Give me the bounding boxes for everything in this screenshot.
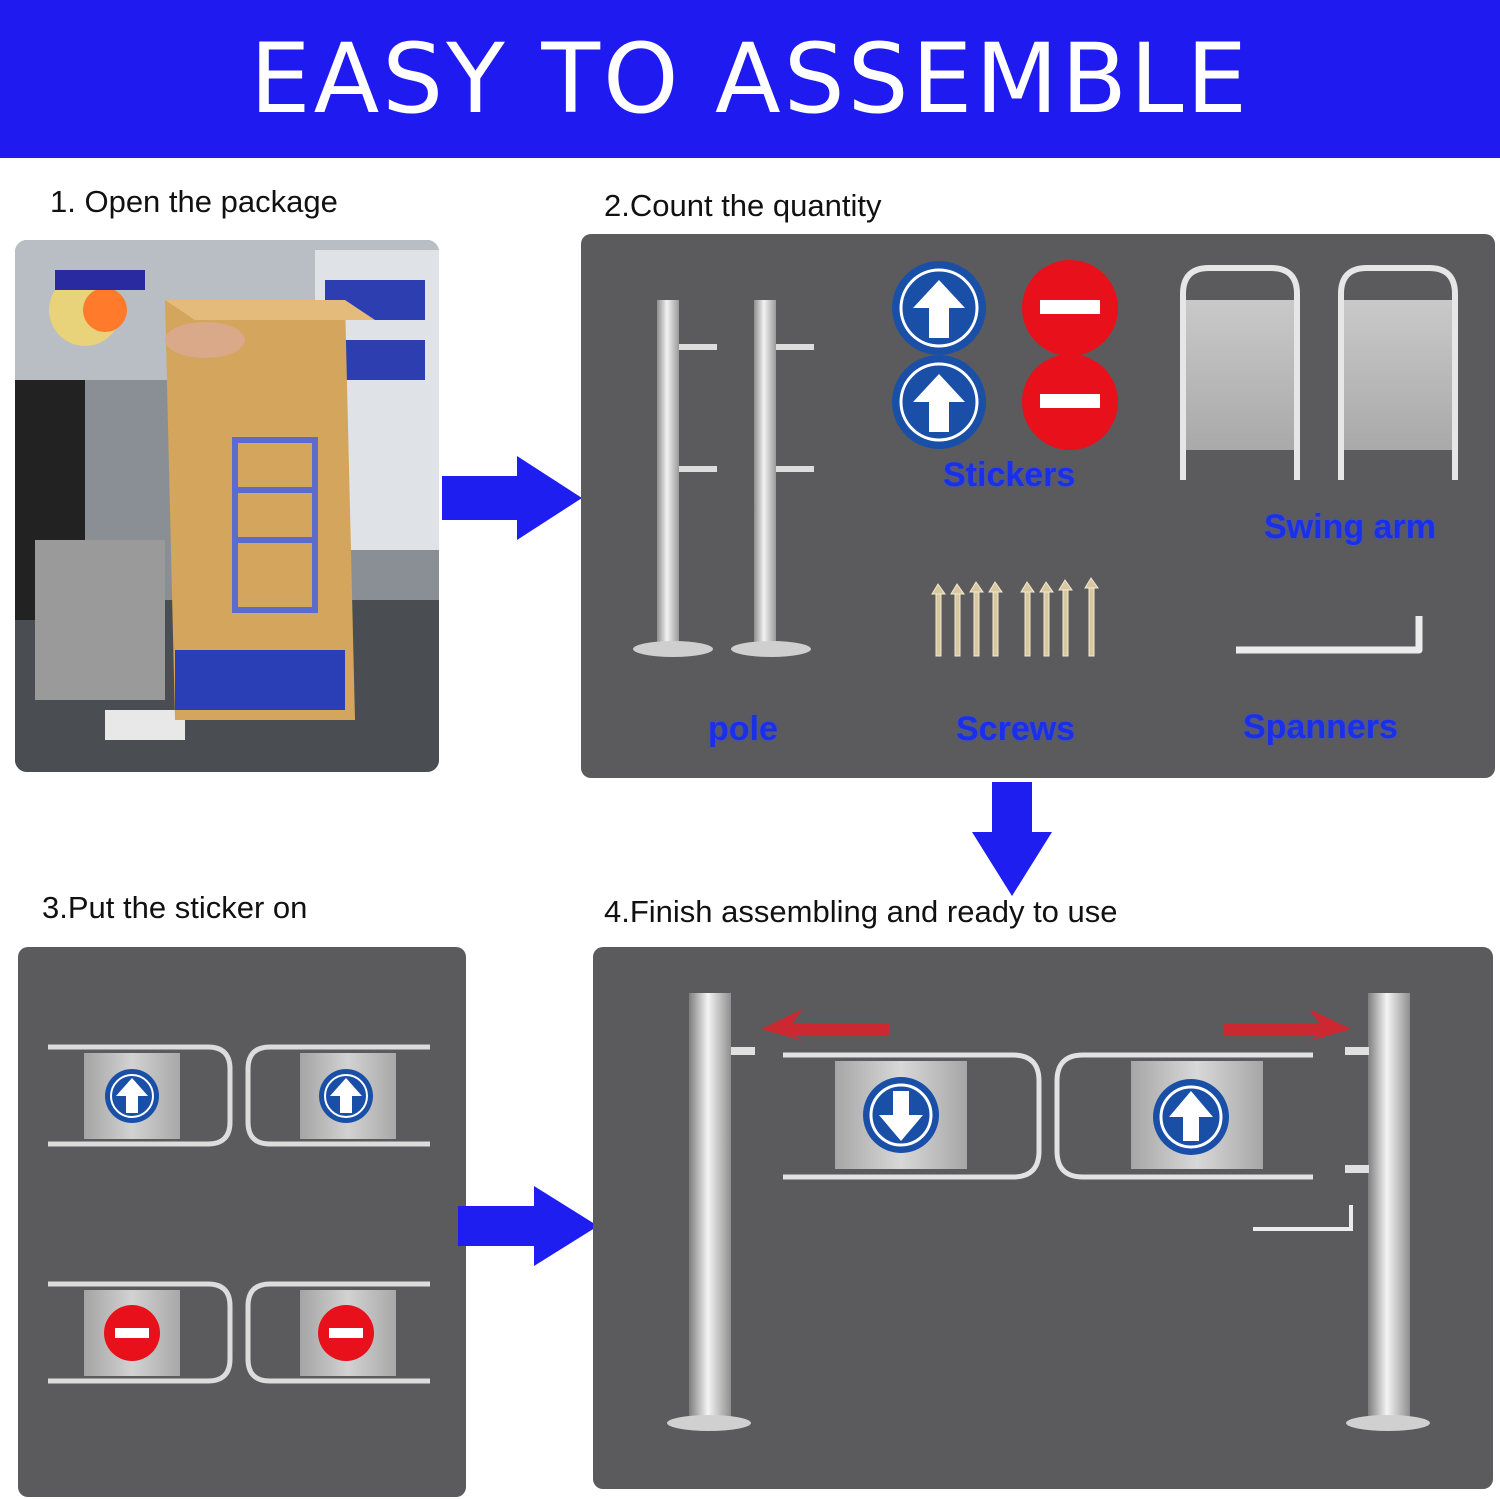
- flow-arrow-icon: [458, 1186, 598, 1266]
- screws-icon: [931, 577, 1099, 657]
- swing-arm-label: Swing arm: [1264, 508, 1436, 546]
- spanner-icon: [1236, 616, 1423, 654]
- sticker-panel: [18, 947, 466, 1497]
- parts-panel: Stickers Swing arm pole Screws Spanners: [581, 234, 1495, 778]
- title-banner: EASY TO ASSEMBLE: [0, 0, 1500, 158]
- step-3-label: 3.Put the sticker on: [42, 890, 308, 925]
- screws-label: Screws: [956, 710, 1076, 748]
- step-2-label: 2.Count the quantity: [604, 188, 882, 223]
- pole-label: pole: [708, 710, 778, 748]
- stickers-label: Stickers: [943, 456, 1076, 494]
- swing-arm-with-no-entry-sticker: [48, 1281, 430, 1384]
- pole-icon: [633, 300, 814, 657]
- up-arrow-sticker-icon: [892, 261, 986, 449]
- page-title: EASY TO ASSEMBLE: [249, 23, 1251, 135]
- no-entry-sticker-icon: [1022, 260, 1118, 450]
- swing-arm-with-up-sticker: [48, 1044, 430, 1147]
- flow-arrow-icon: [442, 456, 582, 540]
- assembled-panel: [593, 947, 1493, 1489]
- step-4-label: 4.Finish assembling and ready to use: [604, 894, 1118, 929]
- flow-arrow-icon: [972, 782, 1052, 896]
- package-photo: [15, 240, 439, 772]
- step-1-label: 1. Open the package: [50, 184, 338, 219]
- spanners-label: Spanners: [1243, 708, 1398, 746]
- swing-arm-icon: [1180, 265, 1458, 480]
